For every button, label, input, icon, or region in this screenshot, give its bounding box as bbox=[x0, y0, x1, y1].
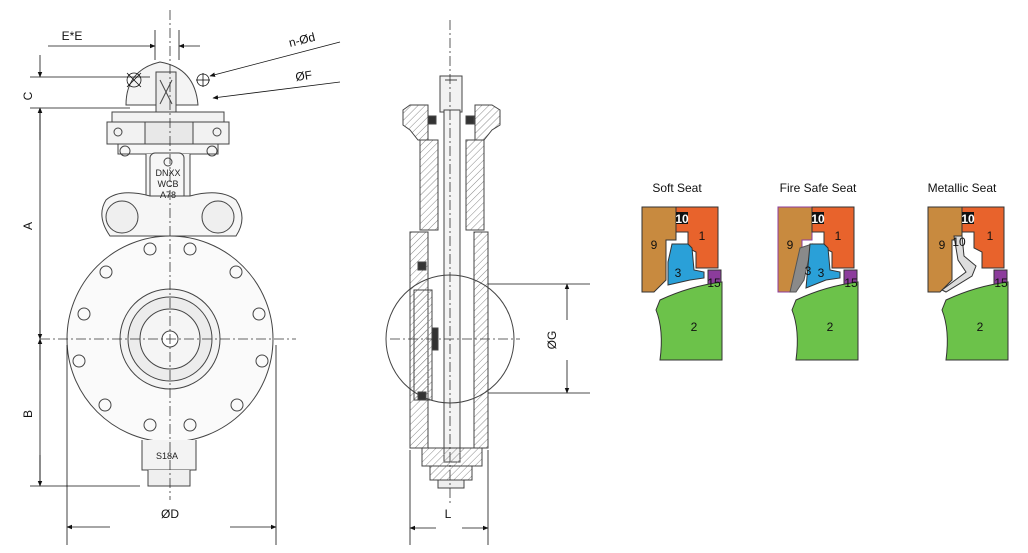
seat-details: Soft Seat 10 1 9 3 15 2 Fire Safe Seat 1… bbox=[641, 181, 1009, 361]
dim-nd: n-Ød bbox=[287, 30, 316, 50]
label-fire-9: 9 bbox=[787, 238, 794, 252]
marking-line3: A78 bbox=[160, 190, 176, 200]
dim-a: A bbox=[21, 222, 35, 230]
label-soft-10: 10 bbox=[675, 212, 689, 226]
front-dimension-labels: E*E n-Ød ØF C A B ØD bbox=[21, 29, 317, 521]
bolt-holes bbox=[72, 242, 269, 432]
label-fire-10: 10 bbox=[811, 212, 825, 226]
marking-line2: WCB bbox=[158, 179, 179, 189]
section-dimension-labels: ØG L bbox=[445, 331, 559, 521]
dim-c: C bbox=[21, 91, 35, 100]
seat-title-fire-safe: Fire Safe Seat bbox=[780, 181, 857, 195]
part-3-seat bbox=[667, 243, 705, 286]
label-soft-3: 3 bbox=[675, 266, 682, 280]
seat-detail-soft: Soft Seat 10 1 9 3 15 2 bbox=[641, 181, 723, 361]
part-2-disc bbox=[655, 281, 723, 361]
marking-base: S18A bbox=[156, 451, 178, 461]
label-metal-10: 10 bbox=[961, 212, 975, 226]
label-soft-2: 2 bbox=[691, 320, 698, 334]
label-soft-9: 9 bbox=[651, 238, 658, 252]
part-metal-seat bbox=[941, 235, 977, 293]
seat-detail-metallic: Metallic Seat 10 1 9 10 15 2 bbox=[927, 181, 1009, 361]
dim-ee: E*E bbox=[62, 29, 83, 43]
label-fire-2: 2 bbox=[827, 320, 834, 334]
label-metal-1: 1 bbox=[987, 229, 994, 243]
dim-b: B bbox=[21, 410, 35, 418]
label-soft-1: 1 bbox=[699, 229, 706, 243]
section-centerlines bbox=[390, 20, 520, 505]
front-dimensions bbox=[30, 30, 341, 545]
label-metal-2: 2 bbox=[977, 320, 984, 334]
label-metal-9: 9 bbox=[939, 238, 946, 252]
seat-detail-fire-safe: Fire Safe Seat 10 1 9 3 3 15 2 bbox=[777, 181, 859, 361]
label-fire-1: 1 bbox=[835, 229, 842, 243]
front-centerlines bbox=[40, 10, 296, 500]
label-fire-3b: 3 bbox=[818, 266, 825, 280]
dim-g: ØG bbox=[545, 331, 559, 350]
dim-d: ØD bbox=[161, 507, 179, 521]
section-dimensions bbox=[409, 283, 590, 545]
body-marking: DNXX WCB A78 S18A bbox=[155, 157, 181, 461]
seat-title-metallic: Metallic Seat bbox=[928, 181, 997, 195]
part-2-disc bbox=[791, 281, 859, 361]
dim-l: L bbox=[445, 507, 452, 521]
part-3-seat bbox=[805, 243, 841, 289]
label-fire-3a: 3 bbox=[805, 264, 812, 278]
part-2-disc bbox=[941, 281, 1009, 361]
label-metal-15: 15 bbox=[994, 276, 1008, 290]
seat-title-soft: Soft Seat bbox=[652, 181, 702, 195]
label-fire-15: 15 bbox=[844, 276, 858, 290]
section-view bbox=[385, 75, 515, 489]
label-soft-15: 15 bbox=[707, 276, 721, 290]
marking-line1: DNXX bbox=[155, 168, 180, 178]
label-metal-10b: 10 bbox=[952, 235, 966, 249]
dim-f: ØF bbox=[294, 68, 312, 84]
